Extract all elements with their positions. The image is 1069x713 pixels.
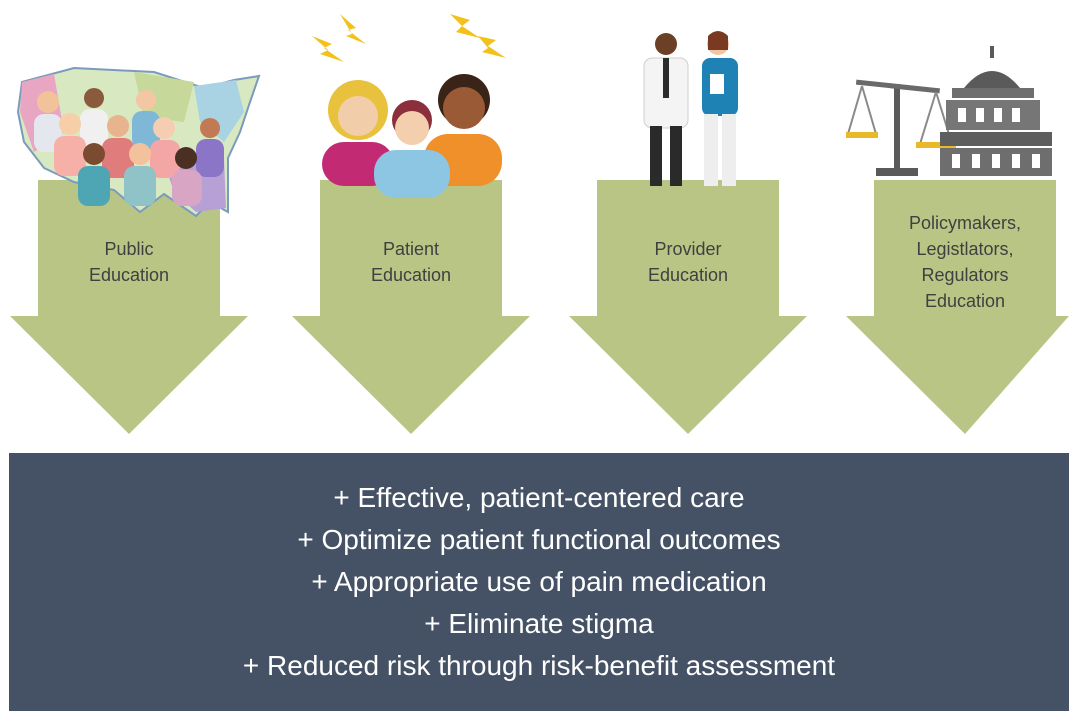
lightning-bolt-icon xyxy=(312,36,344,62)
arrow-label-patient: Patient Education xyxy=(370,239,452,285)
arrow-label-public: Public Education xyxy=(88,239,170,285)
arrow-policymakers-education: Policymakers, Legistlators, Regulators E… xyxy=(846,0,1069,440)
arrow-provider-education: Provider Education xyxy=(569,0,807,440)
arrow-patient-education: Patient Education xyxy=(292,0,530,440)
outcome-item: + Appropriate use of pain medication xyxy=(311,566,767,597)
lightning-bolt-icon xyxy=(340,14,366,44)
patients-group-icon xyxy=(310,10,510,205)
outcome-item: + Reduced risk through risk-benefit asse… xyxy=(242,650,836,681)
lightning-bolt-icon xyxy=(478,36,506,58)
outcome-item: + Eliminate stigma xyxy=(424,608,654,639)
arrow-public-education: Public Education xyxy=(10,0,248,440)
doctor-nurse-icon xyxy=(632,30,752,197)
scales-capitol-icon xyxy=(842,40,1062,185)
lightning-bolt-icon xyxy=(450,14,480,38)
outcomes-box: + Effective, patient-centered care + Opt… xyxy=(9,453,1069,711)
arrow-label-provider: Provider Education xyxy=(647,239,729,285)
arrow-label-policymakers: Policymakers, Legistlators, Regulators E… xyxy=(908,213,1022,311)
outcome-item: + Effective, patient-centered care xyxy=(333,482,745,513)
outcome-item: + Optimize patient functional outcomes xyxy=(297,524,781,555)
us-map-crowd-icon xyxy=(14,62,264,229)
